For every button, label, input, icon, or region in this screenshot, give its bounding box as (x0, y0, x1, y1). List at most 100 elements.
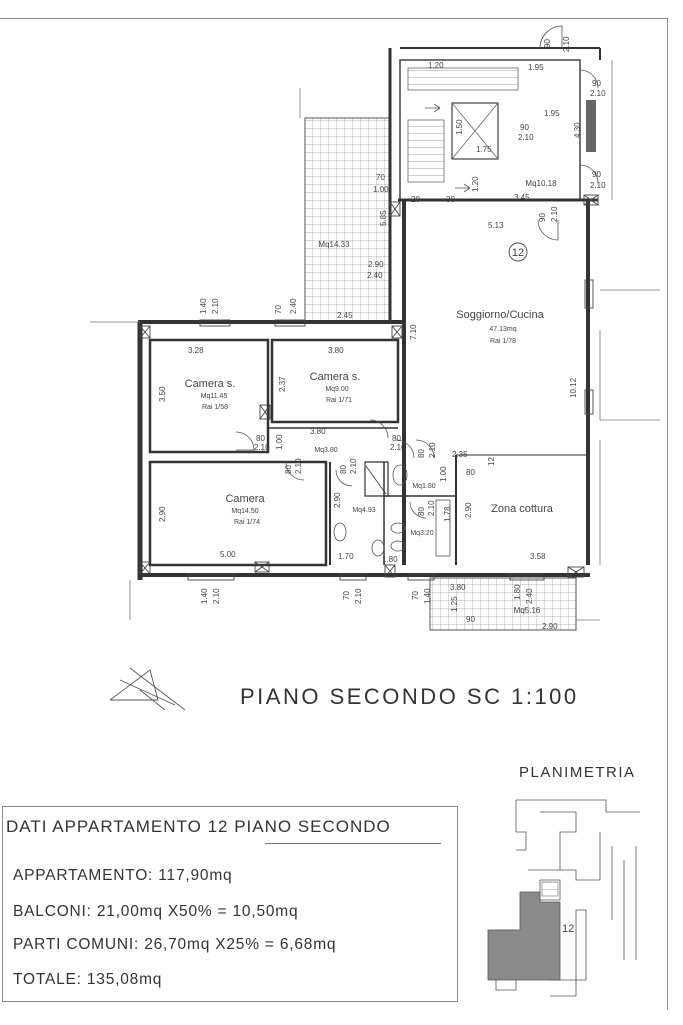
dim-label: 1.95 (528, 63, 544, 72)
room-camera-name: Camera (225, 493, 265, 505)
dim-label: 7.10 (409, 324, 418, 340)
dim-label: 2.10 (212, 588, 221, 604)
dim-label: 90 (538, 213, 547, 222)
room-soggiorno-area: 47.13mq (489, 326, 516, 333)
dim-label: 2.90 (542, 622, 558, 631)
door-swings (235, 25, 599, 519)
dim-label: 1.20 (471, 176, 480, 192)
dim-label: 2.10 (354, 588, 363, 604)
dim-label: 1.00 (373, 185, 389, 194)
data-line-totale: TOTALE: 135,08mq (13, 971, 163, 988)
lift-cabin (586, 100, 596, 152)
apartment-number-circle (508, 242, 528, 262)
context-lines (90, 60, 660, 621)
dim-label: 2.10 (562, 36, 571, 52)
bagno3-area: Mq3.20 (410, 530, 433, 537)
dim-label: 80 (417, 449, 426, 458)
dim-label: 90 (592, 79, 601, 88)
dim-label: 5.13 (488, 221, 504, 230)
bagno2-area: Mq4.93 (352, 507, 375, 514)
apartment-number: 12 (512, 247, 524, 259)
dim-label: 90 (592, 170, 601, 179)
dim-label: 1.78 (443, 506, 452, 522)
dim-label: 2.40 (525, 588, 534, 604)
dim-label: 1.50 (455, 119, 464, 135)
sanitary-fixtures (333, 464, 451, 557)
walls (137, 47, 601, 580)
dim-label: 4.30 (573, 122, 582, 138)
dim-label: 2.40 (289, 298, 298, 314)
room-camera-s2-name: Camera s. (310, 371, 361, 383)
dim-label: 30 (446, 195, 455, 204)
room-camera-s2-area: Mq9.00 (325, 386, 348, 393)
dim-label: 1.40 (423, 588, 432, 604)
room-soggiorno-rai: Rai 1/78 (490, 338, 516, 345)
stair-arrows (425, 103, 471, 193)
dim-label: 2.90 (158, 506, 167, 522)
plan-title: PIANO SECONDO SC 1:100 (240, 684, 579, 709)
dim-label: 1.25 (450, 596, 459, 612)
window-markers (139, 194, 599, 581)
dim-label: 2.10 (254, 443, 270, 452)
stair-flight-2 (407, 119, 445, 183)
planimetria-title: PLANIMETRIA (519, 764, 636, 781)
north-arrow (109, 667, 186, 711)
room-zona-cottura-name: Zona cottura (491, 503, 554, 515)
room-camera-s1-area: Mq11.45 (201, 393, 228, 400)
dim-label: 1.40 (200, 588, 209, 604)
dim-label: 2.90 (368, 260, 384, 269)
balcony-bottom-area: Mq5.16 (514, 606, 541, 615)
dim-label: 12 (487, 457, 496, 466)
dim-label: 90 (520, 123, 529, 132)
balcony-top-tiles (304, 117, 391, 323)
dim-label: 3.80 (450, 583, 466, 592)
sheet-frame (0, 18, 668, 1010)
dim-label: 80 (417, 507, 426, 516)
data-line-appartamento: APPARTAMENTO: 117,90mq (13, 867, 233, 884)
site-plan-highlight (487, 891, 561, 981)
dim-label: 3.28 (188, 346, 204, 355)
dim-label: 20 (411, 195, 420, 204)
dim-label: 10.12 (569, 377, 578, 398)
dim-label: 80 (466, 468, 475, 477)
dim-label: 1.40 (199, 298, 208, 314)
dim-label: 2.10 (590, 89, 606, 98)
dim-label: 1.70 (338, 552, 354, 561)
dim-label: 1.00 (439, 466, 448, 482)
room-camera-area: Mq14.50 (231, 508, 258, 515)
dim-label: 1.20 (428, 61, 444, 70)
site-plan-apartment-number: 12 (562, 923, 574, 935)
dim-label: 70 (411, 591, 420, 600)
balcony-bottom-tiles (429, 577, 577, 631)
balcony-top-area: Mq14.33 (318, 240, 350, 249)
dim-label: 80 (256, 434, 265, 443)
dim-label: 2.37 (278, 376, 287, 392)
bagno1-area: Mq1.80 (412, 483, 435, 490)
data-line-balconi: BALCONI: 21,00mq X50% = 10,50mq (13, 903, 299, 920)
dim-label: 80 (392, 434, 401, 443)
dim-label: 3.80 (328, 346, 344, 355)
lift-cross (451, 102, 499, 160)
data-line-parti-comuni: PARTI COMUNI: 26,70mq X25% = 6,68mq (13, 936, 337, 953)
site-plan-stairs (541, 881, 559, 897)
dim-label: 1.75 (476, 145, 492, 154)
ingresso-area: Mq10.18 (525, 179, 557, 188)
dim-label: 2.10 (211, 298, 220, 314)
dim-label: 2.35 (452, 450, 468, 459)
dim-label: 3.50 (158, 386, 167, 402)
dim-label: 1.80 (513, 584, 522, 600)
data-box-title: DATI APPARTAMENTO 12 PIANO SECONDO (6, 817, 391, 836)
dim-label: 2.10 (390, 443, 406, 452)
stair-flight (407, 67, 519, 91)
dim-label: 90 (466, 615, 475, 624)
room-camera-s1-name: Camera s. (185, 378, 236, 390)
disimpegno-area: Mq3.80 (314, 447, 337, 454)
dim-label: 3.45 (514, 193, 530, 202)
dim-label: 1.80 (382, 555, 398, 564)
dim-label: 2.10 (590, 181, 606, 190)
dim-label: 2.45 (337, 311, 353, 320)
room-camera-s1-rai: Rai 1/58 (202, 404, 228, 411)
dim-label: 70 (342, 591, 351, 600)
